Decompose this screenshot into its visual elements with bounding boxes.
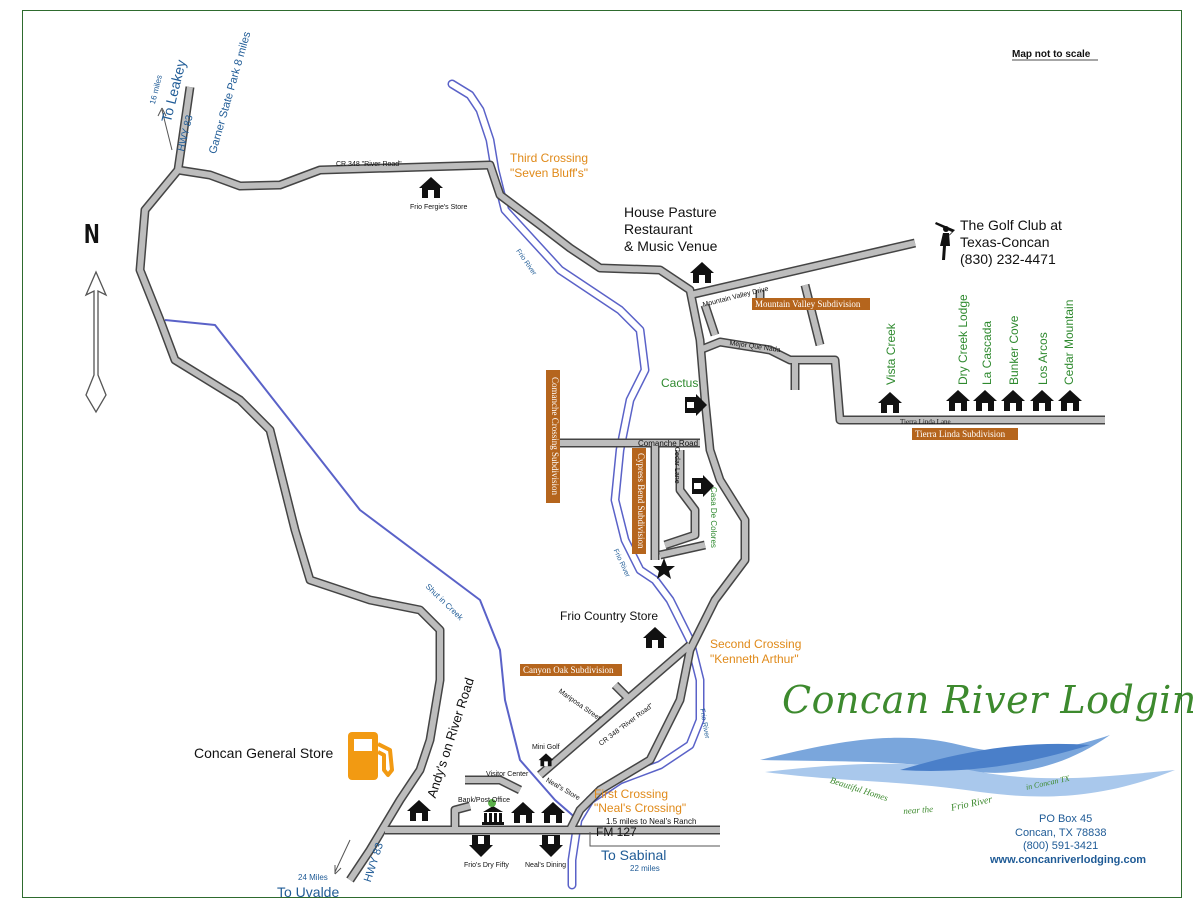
brand-waves	[760, 735, 1175, 797]
uvalde-arrow-icon	[334, 839, 351, 873]
lodge-los-arcos: Los Arcos	[1036, 332, 1050, 385]
bunker-cove-icon	[1001, 390, 1025, 411]
lodge-bunker-cove: Bunker Cove	[1007, 315, 1021, 385]
cactus-label: Cactus	[661, 376, 699, 390]
mini-golf-icon	[538, 753, 554, 767]
map-frame	[22, 10, 1182, 898]
la-cascada-icon	[973, 390, 997, 411]
shut-in-creek	[164, 319, 579, 821]
tierra-linda-lane-label: Tierra Linda Lane	[900, 418, 951, 426]
sabinal-distance: 22 miles	[630, 864, 660, 873]
concan-general-store-label: Concan General Store	[194, 745, 334, 761]
house-pasture-icon	[690, 262, 714, 283]
neals-dining-label: Neal's Dining	[525, 862, 567, 869]
vista-creek-icon	[878, 392, 902, 413]
frios-dry-fifty-label: Frio's Dry Fifty	[464, 862, 509, 869]
third-crossing-title: Third Crossing	[510, 151, 589, 165]
cypress-bend-subdivision: Cypress Bend Subdivision	[632, 448, 646, 554]
brand-phone: (800) 591-3421	[1023, 840, 1099, 852]
mountain-valley-subdivision: Mountain Valley Subdivision	[752, 298, 870, 310]
canyon-oak-subdivision: Canyon Oak Subdivision	[520, 664, 622, 676]
frio-fergies-label: Frio Fergie's Store	[410, 204, 468, 211]
lodge-la-cascada: La Cascada	[980, 320, 994, 385]
leakey-arrow-icon	[161, 109, 173, 151]
mini-golf-label: Mini Golf	[532, 744, 560, 751]
los-arcos-icon	[1030, 390, 1054, 411]
casa-de-colores-label: Casa De Colores	[709, 487, 718, 548]
neals-dining-icon	[539, 835, 563, 857]
first-crossing-name: "Neal's Crossing"	[594, 801, 687, 815]
gas-pump-icon	[348, 732, 394, 780]
second-crossing-title: Second Crossing	[710, 637, 802, 651]
andys-icon	[407, 800, 431, 821]
frio-country-store-icon	[643, 627, 667, 648]
golfer-icon	[935, 222, 955, 260]
lodge-cedar-mountain: Cedar Mountain	[1062, 299, 1076, 385]
bank-icon	[482, 799, 504, 825]
brand-tagline-2: near the	[903, 803, 934, 816]
brand-po-box: PO Box 45	[1039, 813, 1093, 825]
fm127-label: FM 127	[596, 825, 637, 839]
brand-website[interactable]: www.concanriverlodging.com	[990, 854, 1147, 866]
house-pasture-line1: House Pasture	[624, 204, 717, 220]
cedar-mountain-icon	[1058, 390, 1082, 411]
neals-ranch-distance: 1.5 miles to Neal's Ranch	[606, 817, 697, 826]
tierra-linda-subdivision: Tierra Linda Subdivision	[912, 428, 1018, 440]
comanche-crossing-subdivision: Comanche Crossing Subdivision	[546, 370, 560, 503]
frio-country-store-label: Frio Country Store	[560, 609, 659, 623]
second-crossing-name: "Kenneth Arthur"	[710, 652, 799, 666]
third-crossing-name: "Seven Bluff's"	[510, 166, 588, 180]
golf-line2: Texas-Concan	[960, 234, 1050, 250]
frio-fergies-icon	[419, 177, 443, 198]
visitor-center-label: Visitor Center	[486, 771, 529, 778]
cr348-top-label: CR 348 "River Road"	[336, 161, 402, 168]
frios-dry-fifty-icon	[469, 835, 493, 857]
house-pasture-line3: & Music Venue	[624, 238, 718, 254]
sabinal-arrow-icon	[589, 832, 720, 847]
brand-city: Concan, TX 78838	[1015, 827, 1107, 839]
golf-line1: The Golf Club at	[960, 217, 1062, 233]
bank-post-office-label: Bank/Post Office	[458, 797, 511, 804]
comanche-road-label: Comanche Road	[638, 439, 699, 448]
cedar-lane-label: Cedar Lane	[673, 447, 680, 484]
lodge-vista-creek: Vista Creek	[884, 323, 898, 385]
dry-creek-lodge-icon	[946, 390, 970, 411]
star-icon	[653, 558, 675, 579]
brand-name: Concan River Lodging	[782, 678, 1193, 722]
north-arrow-icon	[84, 270, 108, 414]
golf-line3: (830) 232-4471	[960, 251, 1056, 267]
first-crossing-title: First Crossing	[594, 787, 669, 801]
lodge-dry-creek: Dry Creek Lodge	[956, 294, 970, 385]
north-label: N	[84, 220, 100, 250]
uvalde-distance: 24 Miles	[298, 873, 328, 882]
house-pasture-line2: Restaurant	[624, 221, 693, 237]
uvalde-label: To Uvalde	[277, 884, 340, 900]
map-note: Map not to scale	[1012, 49, 1091, 60]
visitor-center-icon	[511, 802, 535, 823]
sabinal-label: To Sabinal	[601, 847, 667, 863]
